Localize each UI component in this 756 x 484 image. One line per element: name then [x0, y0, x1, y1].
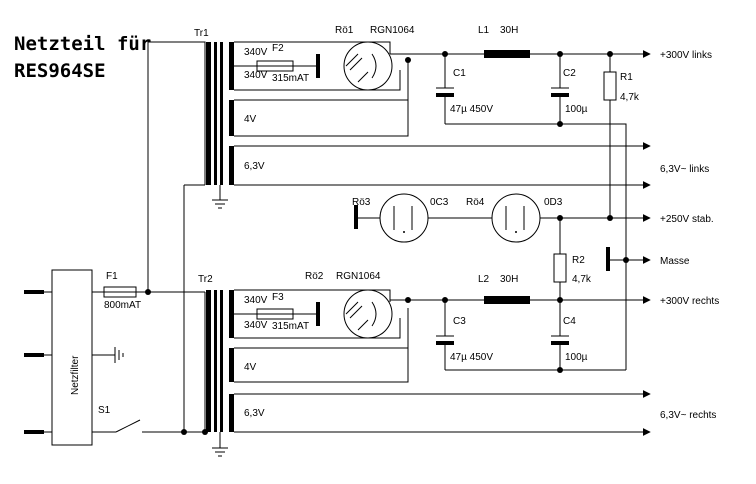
s1-label: S1: [98, 405, 111, 416]
c4-label: C4: [563, 316, 576, 327]
fuse-f2: F2 315mAT: [256, 43, 320, 84]
f3-label: F3: [272, 292, 284, 303]
tr1-w340b: 340V: [244, 70, 268, 81]
output-stab: +250V stab.: [660, 214, 714, 225]
ground-symbol-tr2: [212, 447, 228, 457]
capacitor-c2: C2 100µ: [551, 54, 588, 127]
transformer-tr2: Tr2 340V 340V 4V 6,3V: [198, 274, 268, 457]
ro2-label: Rö2: [305, 271, 324, 282]
choke-l2: L2 30H: [478, 274, 530, 304]
f3-value: 315mAT: [272, 321, 309, 332]
tr1-w4: 4V: [244, 114, 257, 125]
ro4-type: 0D3: [544, 197, 563, 208]
output-hv-left: +300V links: [660, 50, 712, 61]
capacitor-c1: C1 47µ 450V: [436, 54, 493, 124]
title-line-2: RES964SE: [14, 60, 106, 82]
output-hv-right: +300V rechts: [660, 296, 719, 307]
c4-value: 100µ: [565, 352, 588, 363]
transformer-tr1: Tr1 340V 340V 4V 6,3V: [194, 28, 268, 209]
ground-symbol-tr1: [212, 199, 228, 209]
tube-ro2: Rö2 RGN1064: [305, 271, 411, 339]
netzfilter-box: [51, 269, 93, 446]
netzfilter-label: Netzfilter: [70, 355, 81, 395]
c2-label: C2: [563, 68, 576, 79]
r2-label: R2: [572, 255, 585, 266]
ro1-label: Rö1: [335, 25, 354, 36]
capacitor-c4: C4 100µ: [551, 300, 588, 373]
tr2-w63: 6,3V: [244, 408, 265, 419]
tube-ro3: Rö3 0C3: [352, 193, 449, 243]
r1-label: R1: [620, 72, 633, 83]
c3-value: 47µ 450V: [450, 352, 493, 363]
l1-value: 30H: [500, 25, 518, 36]
tr2-w340b: 340V: [244, 320, 268, 331]
output-ground: Masse: [660, 256, 690, 267]
c2-value: 100µ: [565, 104, 588, 115]
output-heater-right: 6,3V~ rechts: [660, 410, 716, 421]
ground-symbol-pe: [114, 347, 124, 363]
c3-label: C3: [453, 316, 466, 327]
choke-l1: L1 30H: [478, 25, 530, 58]
tr1-label: Tr1: [194, 28, 209, 39]
tr1-w340a: 340V: [244, 47, 268, 58]
ro3-type: 0C3: [430, 197, 449, 208]
switch-s1: [115, 419, 141, 433]
tube-ro1: Rö1 RGN1064: [335, 25, 415, 91]
resistor-r2: R2 4,7k: [553, 218, 592, 300]
ro1-type: RGN1064: [370, 25, 415, 36]
capacitor-c3: C3 47µ 450V: [436, 300, 493, 370]
output-heater-left: 6,3V~ links: [660, 164, 709, 175]
tr2-label: Tr2: [198, 274, 213, 285]
tr1-w63: 6,3V: [244, 161, 265, 172]
l2-label: L2: [478, 274, 490, 285]
r1-value: 4,7k: [620, 92, 640, 103]
l1-label: L1: [478, 25, 490, 36]
ro4-label: Rö4: [466, 197, 485, 208]
fuse-f3: F3 315mAT: [256, 292, 320, 332]
c1-label: C1: [453, 68, 466, 79]
f1-value: 800mAT: [104, 300, 141, 311]
ro2-type: RGN1064: [336, 271, 381, 282]
f2-label: F2: [272, 43, 284, 54]
l2-value: 30H: [500, 274, 518, 285]
title-line-1: Netzteil für: [14, 33, 151, 55]
f1-label: F1: [106, 271, 118, 282]
r2-value: 4,7k: [572, 274, 592, 285]
c1-value: 47µ 450V: [450, 104, 493, 115]
tr2-w4: 4V: [244, 362, 257, 373]
fuse-f1: F1 800mAT: [103, 271, 141, 311]
resistor-r1: R1 4,7k: [603, 54, 640, 218]
mains-section: Netzfilter S1: [24, 269, 184, 446]
f2-value: 315mAT: [272, 73, 309, 84]
ro3-label: Rö3: [352, 197, 371, 208]
tr2-w340a: 340V: [244, 295, 268, 306]
